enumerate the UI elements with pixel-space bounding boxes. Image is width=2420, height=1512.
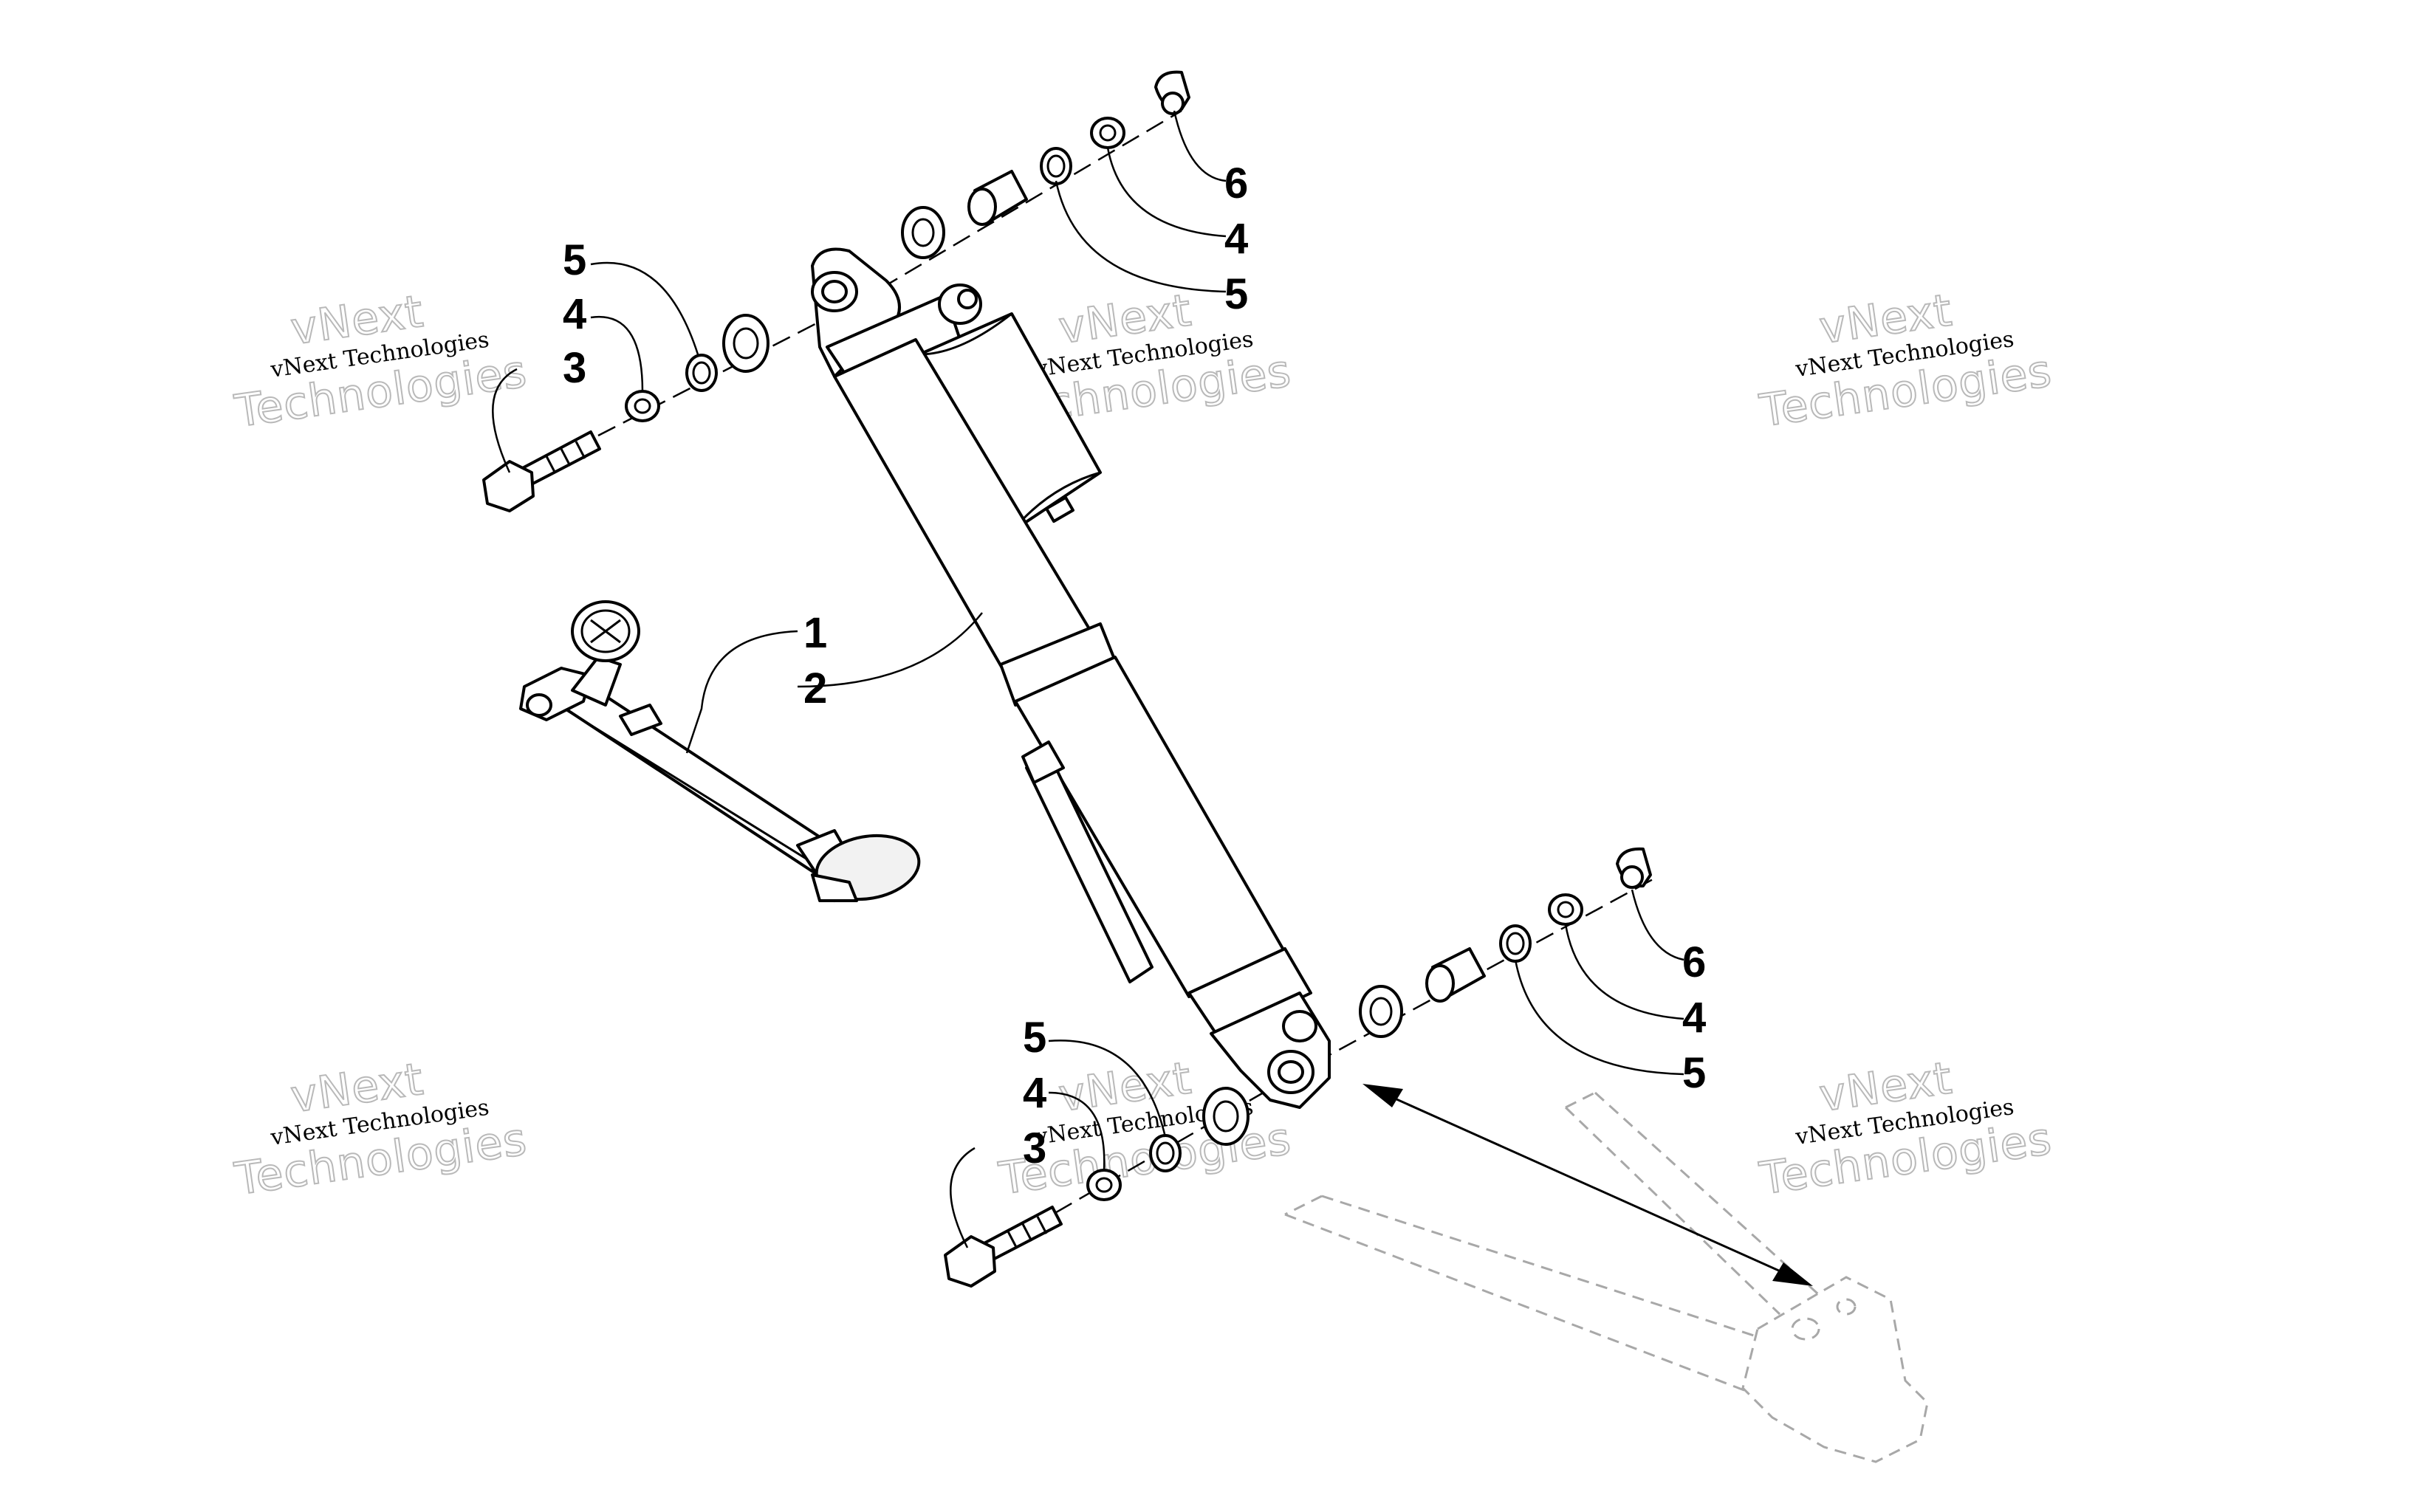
- watermark-top-left: vNext Technologies vNext Technologies: [230, 285, 530, 439]
- callout-top-left-4: 4: [563, 290, 586, 338]
- upper-right-hardware: [901, 70, 1190, 259]
- callout-top-right-6: 6: [1224, 159, 1248, 207]
- washer-bottom-left: [1086, 1169, 1122, 1201]
- callout-part-2: 2: [803, 664, 827, 712]
- callout-top-left-3: 3: [563, 344, 586, 392]
- callout-bottom-left-4: 4: [1023, 1069, 1046, 1117]
- washer-top-left: [625, 390, 660, 422]
- callout-bottom-right-5: 5: [1682, 1049, 1706, 1097]
- callout-top-right-4: 4: [1224, 215, 1248, 263]
- lower-left-hardware: [944, 1087, 1250, 1288]
- shock-absorber: [811, 247, 1331, 1109]
- o-ring-top-left: [685, 354, 718, 392]
- o-ring-bottom-right: [1499, 924, 1532, 963]
- watermark-bottom-left: vNext Technologies vNext Technologies: [230, 1053, 530, 1206]
- callout-bottom-left-3: 3: [1023, 1124, 1046, 1172]
- bushing-top-left: [722, 314, 769, 373]
- leader-lines: [492, 110, 1684, 1248]
- mounting-direction-arrow: [1362, 1084, 1813, 1286]
- callout-top-left-5: 5: [563, 236, 586, 284]
- callout-labels: 5 4 3 6 4 5 1 2 6 4 5 5 4 3: [563, 159, 1706, 1172]
- washer-top-right: [1090, 117, 1125, 149]
- spanner-wrench-gauge: [519, 600, 921, 902]
- callout-bottom-left-5: 5: [1023, 1014, 1046, 1062]
- o-ring-bottom-left: [1149, 1134, 1182, 1172]
- callout-bottom-right-4: 4: [1682, 994, 1706, 1042]
- callout-top-right-5: 5: [1224, 270, 1248, 318]
- upper-left-hardware: [482, 314, 769, 512]
- callout-part-1: 1: [803, 609, 827, 657]
- watermark-bottom-right: vNext Technologies vNext Technologies: [1755, 1051, 2055, 1206]
- watermark-top-right: vNext Technologies vNext Technologies: [1755, 284, 2055, 438]
- lower-right-hardware: [1359, 847, 1652, 1038]
- o-ring-top-right: [1040, 147, 1072, 185]
- bushing-bottom-left: [1202, 1087, 1250, 1146]
- washer-bottom-right: [1548, 893, 1583, 926]
- callout-bottom-right-6: 6: [1682, 938, 1706, 986]
